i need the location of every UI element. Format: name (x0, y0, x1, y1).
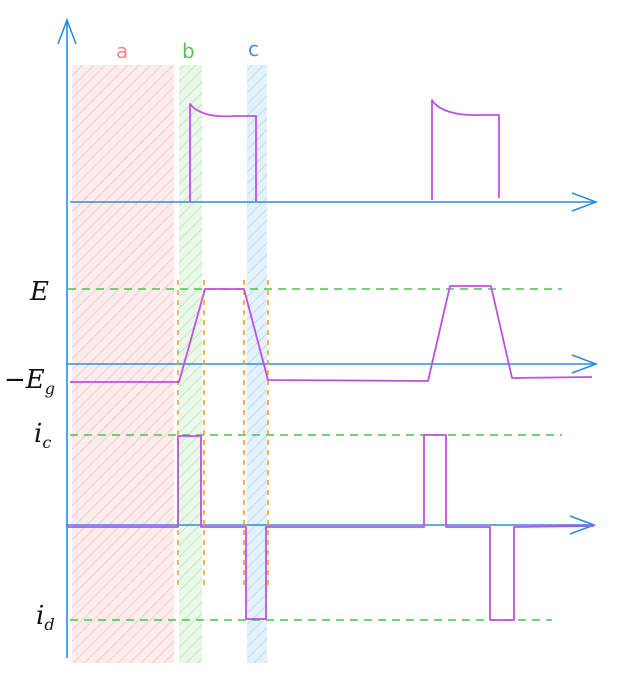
label-id: id (36, 601, 55, 634)
label-E: E (29, 277, 49, 307)
top-waveform (189, 99, 500, 202)
vertical-axis (57, 17, 77, 658)
bottom-waveform (67, 434, 595, 621)
horizontal-axis-bottom (66, 515, 597, 535)
label-ic: ic (34, 419, 51, 452)
transition-markers (177, 280, 269, 585)
middle-waveform (70, 285, 593, 383)
label-minus-Eg: −Eg (4, 365, 55, 398)
region-b-label: b (182, 39, 195, 63)
horizontal-axis-top (70, 192, 599, 212)
region-a-label: a (116, 39, 128, 63)
region-c-label: c (248, 37, 259, 61)
horizontal-axis-middle (66, 354, 599, 374)
